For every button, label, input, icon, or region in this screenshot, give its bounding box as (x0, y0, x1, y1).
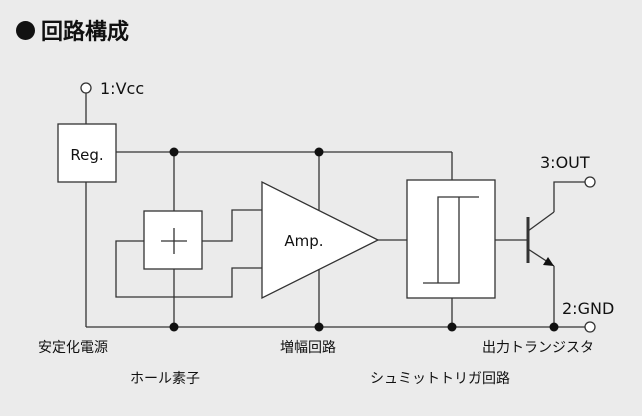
bullet-icon (16, 20, 35, 40)
caption-output-transistor: 出力トランジスタ (482, 340, 594, 356)
junction-dot (169, 322, 179, 332)
caption-amplifier: 増幅回路 (280, 340, 336, 356)
junction-dot (549, 322, 559, 332)
caption-hall-element: ホール素子 (130, 371, 200, 387)
emitter-arrow-icon (543, 257, 554, 266)
output-wire (553, 181, 586, 212)
gnd-terminal (584, 321, 596, 333)
schmitt-trigger-block (406, 179, 496, 299)
junction-dot (314, 322, 324, 332)
hall-element-block (143, 210, 203, 270)
hall-output-plus-wire (202, 209, 262, 242)
amplifier-block (261, 180, 380, 300)
vcc-label: 1:Vcc (100, 79, 144, 98)
vcc-terminal (80, 82, 92, 94)
junction-dot (314, 147, 324, 157)
out-label: 3:OUT (540, 153, 590, 172)
regulator-label: Reg. (70, 146, 103, 164)
hysteresis-symbol-lower (423, 197, 460, 284)
gnd-label: 2:GND (562, 299, 614, 318)
amplifier-label: Amp. (284, 232, 323, 250)
diagram-title-text: 回路構成 (41, 20, 130, 45)
diagram-title: 回路構成 (16, 14, 129, 46)
regulator-block (57, 123, 117, 183)
junction-dot (447, 322, 457, 332)
transistor-collector (527, 211, 555, 232)
hall-output-minus-wire (115, 240, 262, 298)
junction-dot (169, 147, 179, 157)
caption-regulator: 安定化電源 (38, 340, 108, 356)
hysteresis-symbol-upper (437, 196, 479, 283)
out-terminal (584, 176, 596, 188)
caption-schmitt-trigger: シュミットトリガ回路 (370, 371, 510, 387)
